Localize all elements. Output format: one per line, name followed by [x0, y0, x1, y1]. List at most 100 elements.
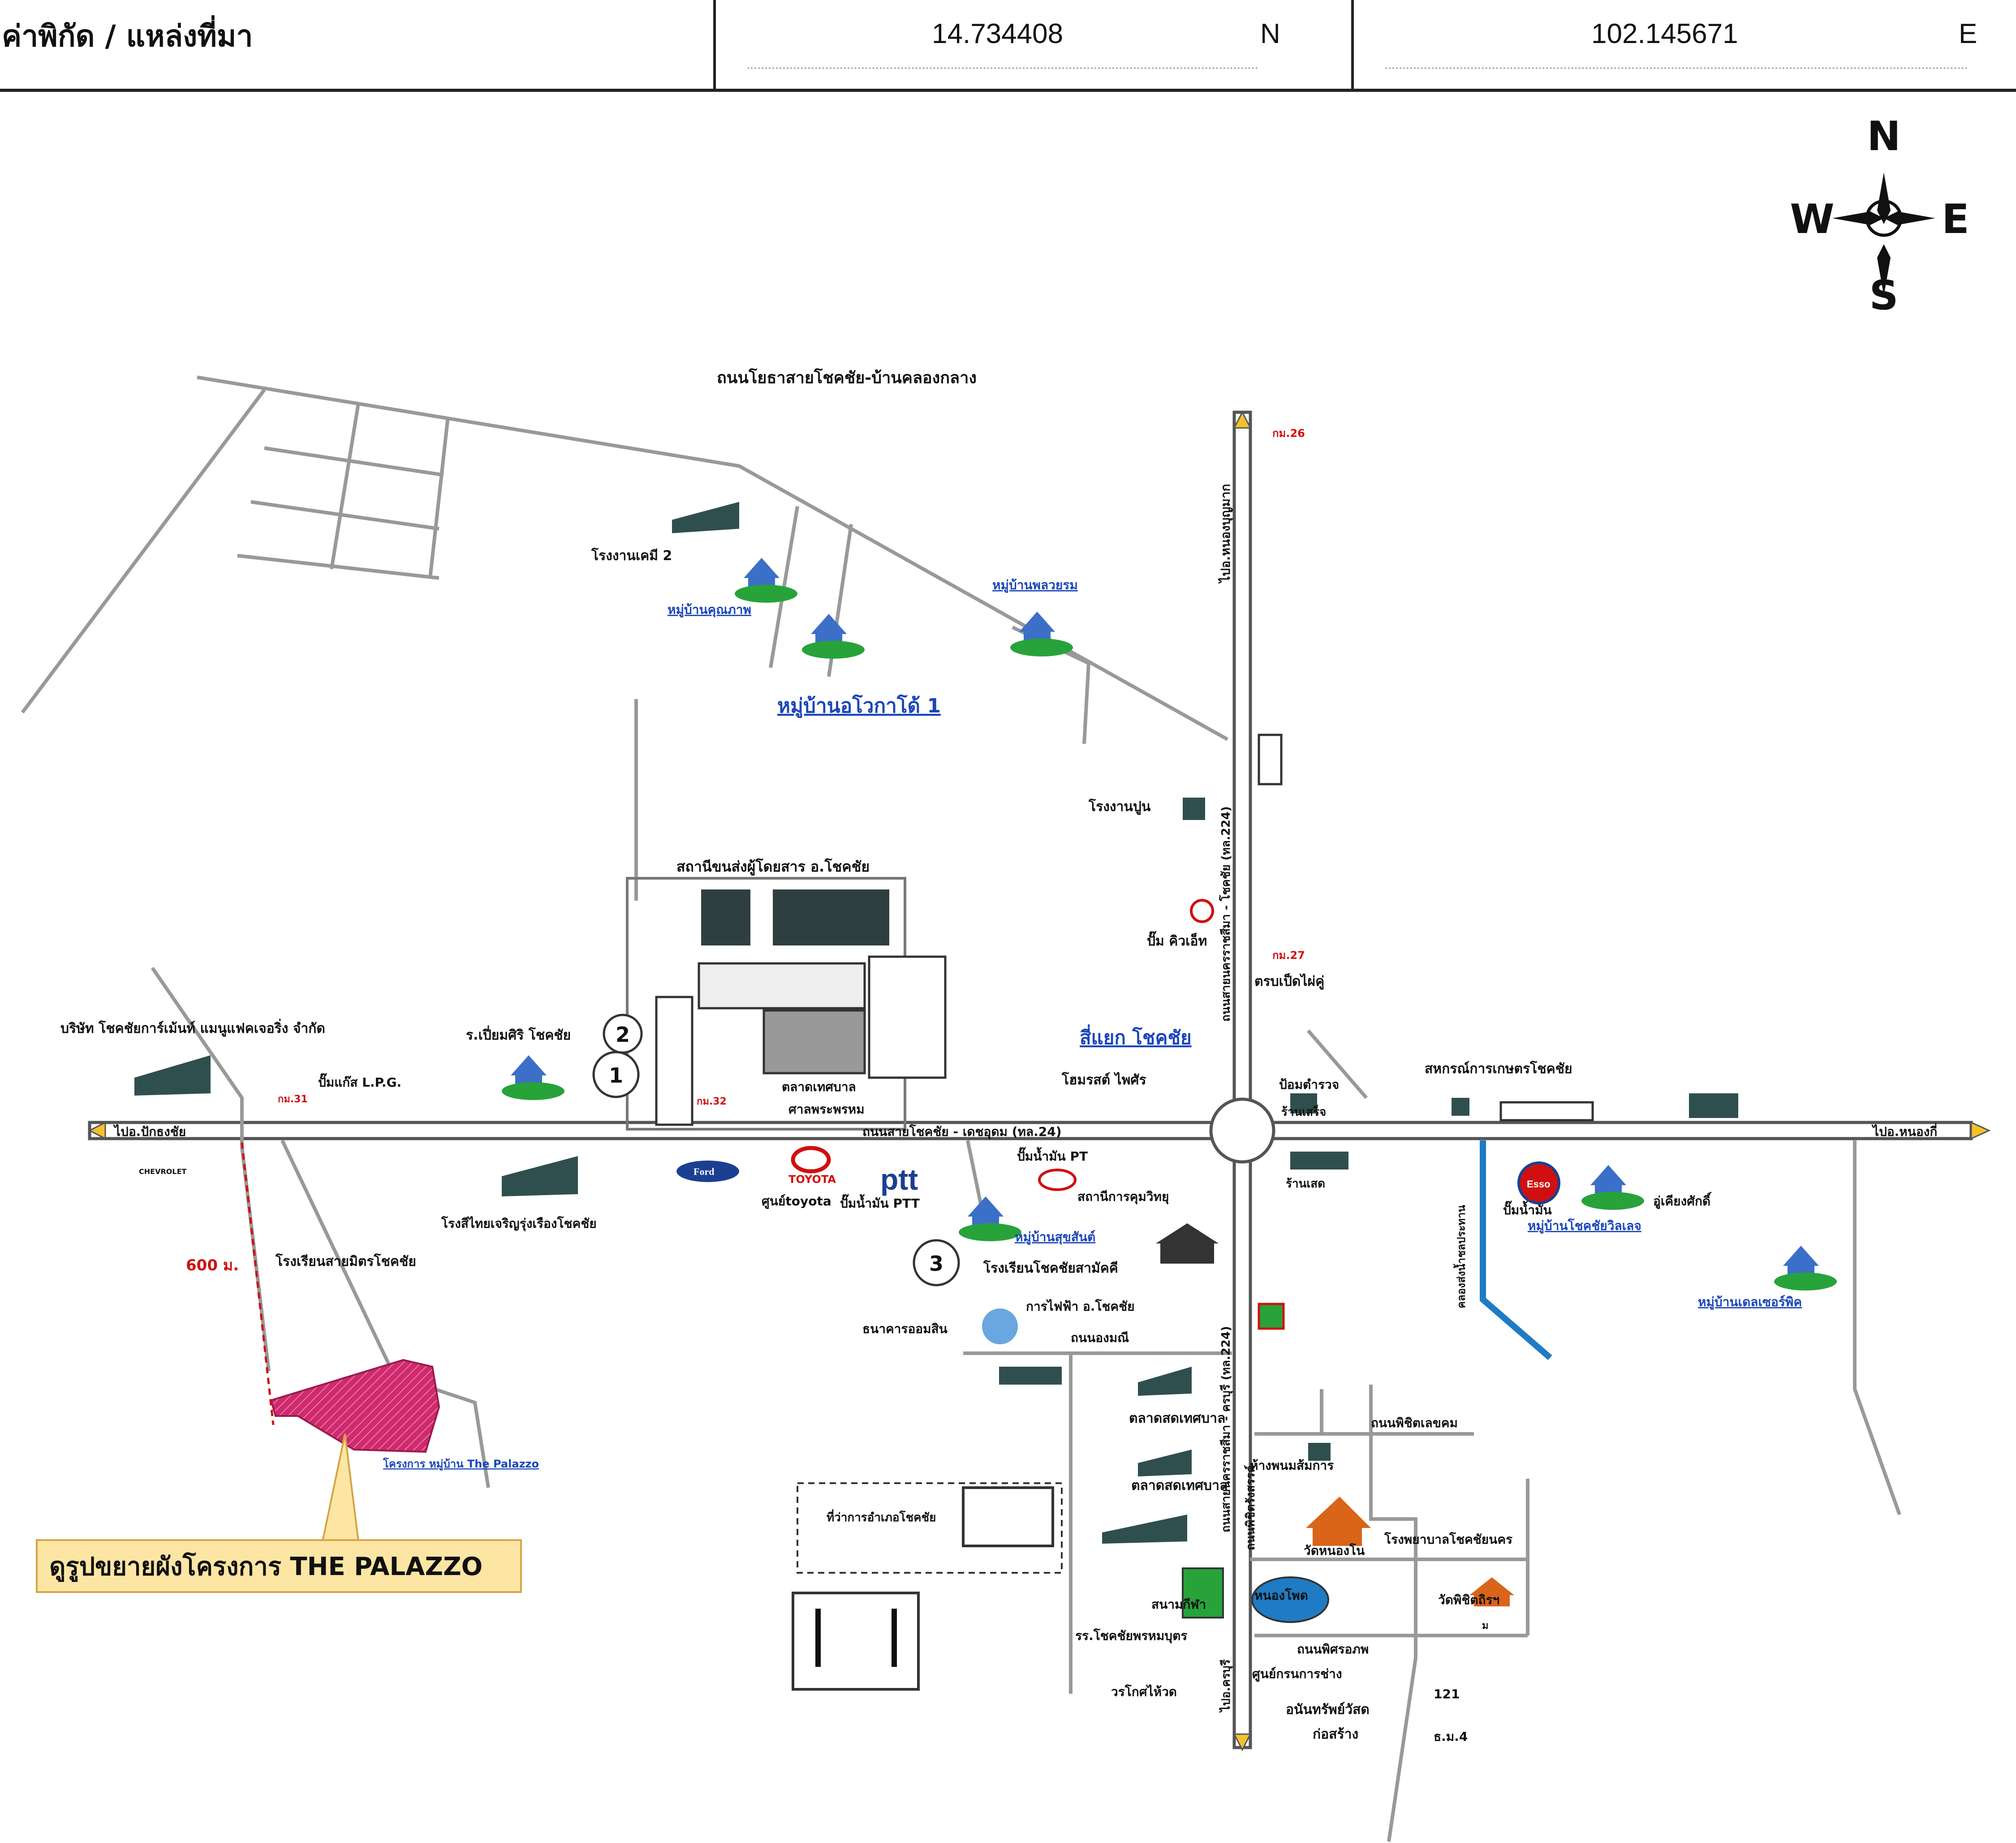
temple-2-label: วัดพิชิตถิรฯ: [1438, 1593, 1499, 1607]
pond-label: หนองโพด: [1254, 1588, 1308, 1603]
west-road-arrow-icon: [88, 1121, 106, 1140]
company-label: บริษัท โชคชัยการ์เม้นท์ แมนูแฟคเจอริ่ง จ…: [60, 1019, 325, 1037]
school-samakkhi-label: โรงเรียนโชคชัยสามัคคี: [983, 1260, 1118, 1276]
seven-eleven-icon: [1258, 1303, 1285, 1330]
km32-label: กม.32: [697, 1096, 727, 1107]
wat-boot-label: วรโกศไห้วด: [1111, 1684, 1177, 1699]
legend-pillars-icon: [792, 1592, 920, 1691]
police-box-icon: [1290, 1093, 1317, 1114]
hotel-label: โฮมรสต์ ไพศัร: [1061, 1071, 1146, 1088]
ford-logo-icon: [676, 1161, 739, 1182]
divider: [713, 0, 716, 89]
station-terminal: [762, 1009, 866, 1075]
palazzo-project-label: โครงการ หมู่บ้าน The Palazzo: [383, 1457, 539, 1471]
rice-mill-label: โรงสีไทยเจริญรุ่งเรืองโชคชัย: [441, 1216, 597, 1231]
canal-label: คลองส่งน้ำชลประทาน: [1453, 1205, 1468, 1308]
pillar-icon: [892, 1609, 897, 1667]
barber-shop-label: ร้านเสร็จ: [1281, 1105, 1326, 1119]
district-office-label: ที่ว่าการอำเภอโชคชัย: [827, 1509, 936, 1524]
to-pak-thong-chai-label: ไปอ.ปักธงชัย: [113, 1124, 186, 1139]
toyota-center-label: ศูนย์toyota: [762, 1194, 831, 1209]
north-road-arrow-icon: [1233, 410, 1252, 429]
compass-ring: [1865, 199, 1903, 237]
market-building-icon: [1102, 1515, 1187, 1544]
temple-icon: [1306, 1497, 1371, 1546]
village-icons: [502, 558, 1837, 1291]
pillar-icon: [815, 1609, 821, 1667]
anan-supply-label: อนันทรัพย์วัสด: [1286, 1702, 1370, 1718]
q8-logo-icon: [1190, 899, 1214, 923]
ford-brand-label: Ford: [694, 1166, 714, 1177]
shop-label: ร้านเสด: [1286, 1177, 1325, 1191]
pond: [1251, 1576, 1329, 1623]
ptt-brand-label: ptt: [880, 1163, 918, 1196]
sports-field: [1182, 1567, 1224, 1619]
mall-label: ห้างพนมส้มการ: [1250, 1458, 1334, 1473]
village-house-icon: [502, 1055, 564, 1100]
village-delser-label: หมู่บ้านเดลเซอร์พิค: [1698, 1295, 1802, 1310]
compass-north-label: N: [1867, 113, 1900, 160]
village-house-icon: [1774, 1246, 1837, 1291]
palazzo-callout-text: ดูรูปขยายผังโครงการ THE PALAZZO: [49, 1552, 483, 1581]
bus-station: [626, 877, 947, 1131]
south-arrow-icon: [1877, 244, 1891, 296]
hospital-label: โรงพยาบาลโชคชัยนคร: [1384, 1532, 1512, 1547]
vertical-mid-road-label: ถนนสายนครราชสีมา - โชคชัย (ทล.224): [1219, 806, 1233, 1022]
bank-building-icon: [999, 1367, 1062, 1385]
village-b-label: หมู่บ้านพลวยรม: [992, 578, 1078, 593]
cooperative-building-icon: [1689, 1093, 1738, 1118]
road-kms-label: ถนนพิศรอภพ: [1297, 1642, 1369, 1657]
to-nong-ki-label: ไปอ.หนองกี่: [1871, 1122, 1937, 1139]
main-road-label: ถนนสายโชคชัย - เดชอุดม (ทล.24): [862, 1124, 1062, 1139]
toyota-logo-icon: [791, 1146, 831, 1174]
station-building: [701, 889, 750, 945]
district-office-icon: [962, 1486, 1054, 1547]
cement-plant-icon: [1183, 798, 1205, 820]
km27-label: กม.27: [1272, 949, 1305, 962]
chevrolet-brand-label: CHEVROLET: [139, 1167, 186, 1176]
west-arrow-icon: [1832, 211, 1884, 225]
coordinate-bar: ค่าพิกัด / แหล่งที่มา 14.734408 N 102.14…: [0, 0, 2016, 92]
toyota-brand-label: TOYOTA: [788, 1173, 836, 1186]
palazzo-project-plot[interactable]: [270, 1359, 440, 1453]
factory-icon: [672, 502, 739, 533]
map-labels: ถนนโยธาสายโชคชัย-บ้านคลองกลาง โรงงานเคมี…: [60, 368, 1937, 1744]
village-house-icon: [735, 558, 797, 603]
east-road-arrow-icon: [1970, 1121, 1991, 1140]
compass-south-label: S: [1870, 272, 1899, 319]
latitude-direction: N: [1260, 18, 1280, 49]
choke-chai-junction-label: สี่แยก โชคชัย: [1080, 1024, 1192, 1049]
crossing-icon: [1258, 734, 1283, 786]
main-road-route-24: [88, 1121, 1991, 1140]
esso-brand-label: Esso: [1527, 1178, 1551, 1190]
coordinate-title-cell: ค่าพิกัด / แหล่งที่มา: [0, 0, 715, 89]
cooperative-store-icon: [1499, 1101, 1594, 1122]
road-s2-label: ถนนพิชิตเลขคม: [1371, 1416, 1458, 1430]
craft-center-label: ศูนย์กรนการช่าง: [1252, 1666, 1342, 1682]
factory-icon: [502, 1156, 578, 1196]
bus-bays: [698, 962, 866, 1010]
marker-1-number: 1: [609, 1063, 623, 1088]
to-khon-buri-label: ไปอ.ครบุรี: [1219, 1659, 1233, 1713]
parking-rows: [655, 996, 694, 1126]
longitude-direction: E: [1959, 18, 1977, 49]
marker-1: [592, 1051, 640, 1098]
bm4-label: ธ.ม.4: [1434, 1729, 1468, 1744]
marker-3-number: 3: [929, 1252, 943, 1276]
latitude-underline: [747, 67, 1258, 69]
esso-pump-label: ปั๊มน้ำมัน: [1503, 1200, 1552, 1217]
south-road-arrow-icon: [1233, 1733, 1252, 1752]
road-s1-label: ถนนองมณี: [1071, 1330, 1129, 1345]
location-map[interactable]: N S E W: [0, 92, 2016, 1843]
tipco-logo-icon: [1038, 1169, 1077, 1191]
esso-logo-icon: [1517, 1161, 1560, 1204]
palazzo-callout[interactable]: ดูรูปขยายผังโครงการ THE PALAZZO: [36, 1539, 522, 1593]
km26-label: กม.26: [1272, 427, 1305, 440]
factory-2-label: โรงงานเคมี 2: [591, 547, 672, 564]
school-prommabut-label: รร.โชคชัยพรหมบุตร: [1075, 1628, 1187, 1644]
latitude-value: 14.734408: [932, 18, 1064, 49]
marker-3: [913, 1239, 960, 1286]
longitude-underline: [1385, 67, 1968, 69]
compass-east-label: E: [1942, 196, 1969, 243]
district-office-area: [797, 1482, 1063, 1574]
